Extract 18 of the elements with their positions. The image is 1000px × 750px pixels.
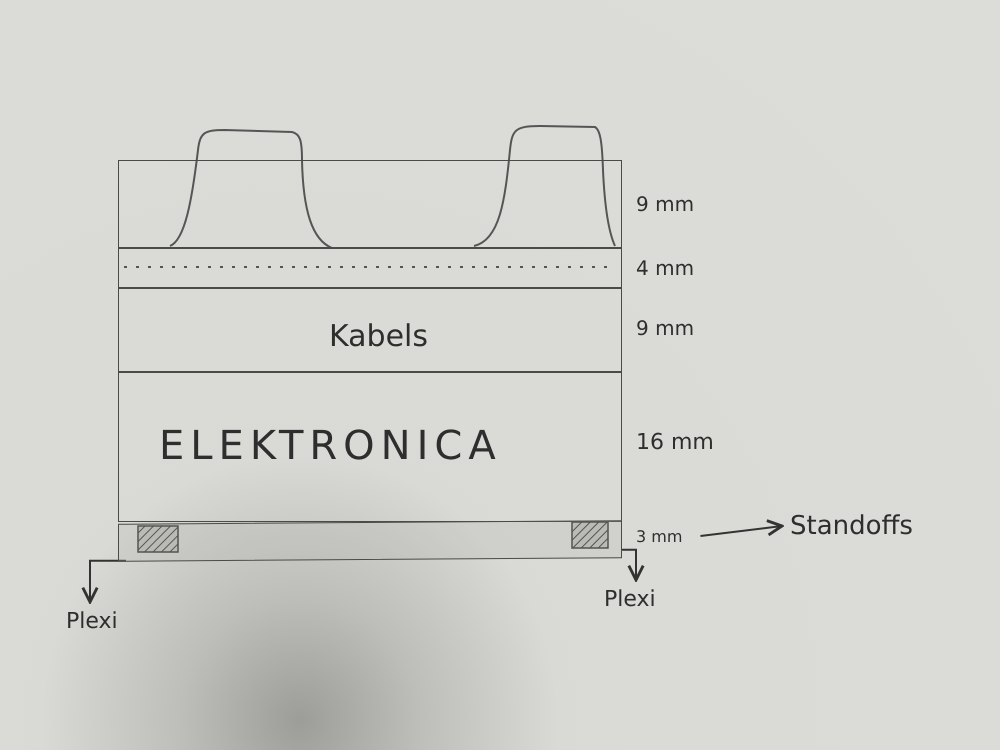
arrow bbox=[700, 519, 784, 537]
layer-band bbox=[118, 288, 622, 372]
layer-band bbox=[118, 248, 622, 288]
plate-band bbox=[118, 520, 622, 562]
layer-band bbox=[118, 160, 622, 248]
dimension-label: 16 mm bbox=[636, 430, 714, 455]
layer-band bbox=[118, 372, 622, 522]
plexi-label: Plexi bbox=[66, 608, 118, 634]
dimension-label: 3 mm bbox=[636, 526, 682, 546]
elektronica-label: ELEKTRONICA bbox=[159, 423, 502, 469]
arrow bbox=[622, 548, 645, 582]
arrow bbox=[81, 560, 126, 604]
kabels-label: Kabels bbox=[329, 319, 428, 354]
standoffs-label: Standoffs bbox=[790, 511, 913, 541]
dimension-label: 4 mm bbox=[636, 256, 694, 280]
dimension-label: 9 mm bbox=[636, 192, 694, 216]
dimension-label: 9 mm bbox=[636, 316, 694, 340]
plexi-label: Plexi bbox=[604, 586, 656, 612]
